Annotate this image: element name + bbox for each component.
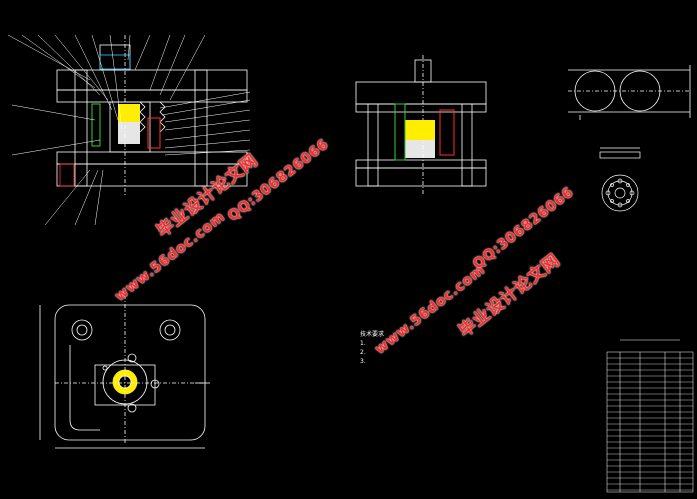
tech-requirements-title: 技术要求 [360, 331, 385, 338]
secondary-section-hatches [394, 103, 455, 161]
main-assembly-section-view [56, 35, 248, 195]
plan-view [39, 295, 210, 449]
tech-requirement-item-2: 2. [360, 349, 366, 356]
part-side-view [599, 147, 641, 159]
parts-list-table [606, 351, 694, 493]
main-leader-lines [7, 34, 251, 226]
part-top-view [601, 174, 639, 212]
strip-layout-view [568, 65, 691, 120]
main-section-hatches [59, 54, 161, 187]
tech-requirement-item-3: 3. [360, 358, 366, 365]
parts-list-rows [607, 357, 693, 491]
tech-requirements: 技术要求 1. 2. 3. [360, 330, 384, 366]
tech-requirement-item-1: 1. [360, 340, 366, 347]
